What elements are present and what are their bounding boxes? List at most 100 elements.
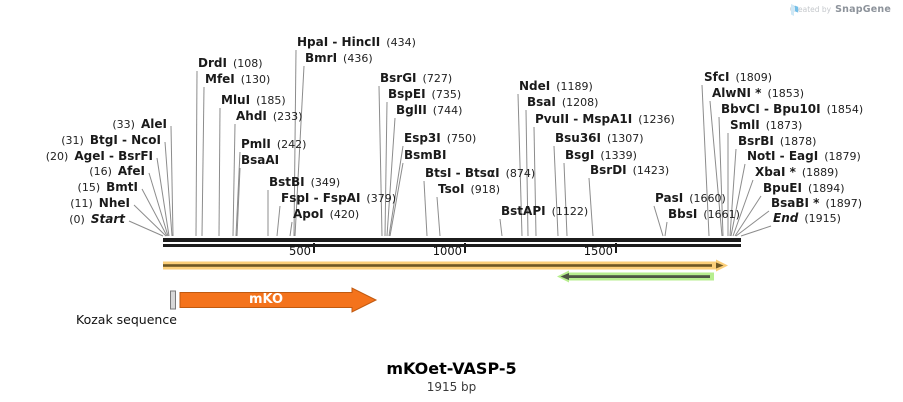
site-name: BspEI (388, 87, 426, 101)
site-pos: (1122) (551, 205, 589, 218)
created-by-text: Created by (789, 5, 832, 14)
site-label[interactable]: DrdI(108) (198, 56, 263, 71)
site-name: AgeI - BsrFI (74, 149, 153, 163)
site-pos: (1208) (561, 96, 599, 109)
site-label[interactable]: FspI - FspAI(379) (281, 191, 396, 206)
site-label[interactable]: (16) AfeI (89, 164, 145, 179)
site-label[interactable]: BbvCI - Bpu10I (1854) (721, 102, 863, 117)
site-pos: (420) (329, 208, 360, 221)
site-label[interactable]: Bsu36I(1307) (555, 131, 644, 146)
site-label[interactable]: AlwNI *(1853) (712, 86, 804, 101)
site-label[interactable]: BsaAI (241, 153, 285, 168)
site-label[interactable]: MluI(185) (221, 93, 286, 108)
site-pos: (31) (61, 134, 84, 147)
site-label[interactable]: SfcI(1809) (704, 70, 772, 85)
site-label[interactable]: (11) NheI (70, 196, 130, 211)
site-name: AfeI (117, 164, 145, 178)
snapgene-watermark: Created by SnapGene (789, 4, 891, 16)
mko-feature-arrow[interactable] (179, 287, 378, 313)
site-label[interactable]: XbaI *(1889) (755, 165, 838, 180)
site-name: PmlI (241, 137, 271, 151)
site-name: NotI - EagI (747, 149, 819, 163)
site-pos: (379) (366, 192, 397, 205)
site-label[interactable]: HpaI - HincII(434) (297, 35, 416, 50)
snapgene-logo-icon (790, 4, 799, 16)
site-name: BsaI (527, 95, 556, 109)
site-label[interactable]: NotI - EagI(1879) (747, 149, 861, 164)
site-name: BstBI (269, 175, 305, 189)
site-name: DrdI (198, 56, 227, 70)
ruler-label-1500: 1500 (583, 244, 613, 258)
site-name: HpaI - HincII (297, 35, 381, 49)
site-pos: (1853) (767, 87, 805, 100)
site-pos: (11) (70, 197, 93, 210)
site-label[interactable]: TsoI(918) (438, 182, 500, 197)
site-label[interactable]: SmlI(1873) (730, 118, 802, 133)
site-name: BmtI (106, 180, 138, 194)
site-label[interactable]: (31)BtgI - NcoI (61, 133, 161, 148)
site-pos: (1894) (807, 182, 845, 195)
site-name: BtsI - BtsαI (425, 166, 500, 180)
site-name: Esp3I (404, 131, 441, 145)
site-label[interactable]: BsrDI(1423) (590, 163, 669, 178)
site-pos: (1339) (600, 149, 637, 162)
site-label[interactable]: BsrGI (727) (380, 71, 452, 86)
site-pos: (33) (112, 118, 135, 131)
site-label[interactable]: BsaBI *(1897) (771, 196, 862, 211)
site-name: BsaAI (241, 153, 280, 167)
site-pos: (0) (69, 213, 85, 226)
kozak-sequence-box[interactable] (170, 290, 176, 310)
site-label[interactable]: BsgI(1339) (565, 148, 637, 163)
site-label[interactable]: (15) BmtI (78, 180, 138, 195)
site-label[interactable]: ApoI(420) (293, 207, 359, 222)
site-pos: (1660) (689, 192, 726, 205)
site-label[interactable]: BpuEI (1894) (763, 181, 845, 196)
forward-span-arrow[interactable] (163, 259, 728, 272)
sequence-line[interactable] (163, 238, 741, 247)
sequence-length: 1915 bp (426, 380, 477, 394)
site-label[interactable]: PvuII - MspA1I(1236) (535, 112, 675, 127)
site-pos: (1897) (825, 197, 863, 210)
site-pos: (1189) (556, 80, 593, 93)
site-pos: (727) (422, 72, 453, 85)
site-label[interactable]: BglII(744) (396, 103, 462, 118)
site-name: BbvCI - Bpu10I (721, 102, 821, 116)
ruler-ticks (313, 243, 617, 253)
site-label[interactable]: BsaI (1208) (527, 95, 598, 110)
site-pos: (436) (343, 52, 373, 65)
site-name: BpuEI (763, 181, 802, 195)
site-label[interactable]: PmlI(242) (241, 137, 306, 152)
site-label[interactable]: BsrBI(1878) (738, 134, 816, 149)
site-label[interactable]: BstAPI(1122) (501, 204, 588, 219)
site-pos: (16) (89, 165, 112, 178)
site-label[interactable]: PasI (1660) (655, 191, 726, 206)
site-pos: (20) (45, 150, 69, 163)
site-label[interactable]: BbsI(1661) (668, 207, 740, 222)
site-label[interactable]: MfeI(130) (205, 72, 270, 87)
site-name: Start (90, 212, 125, 226)
start-label: (0) Start (69, 212, 125, 227)
site-pos: (1854) (826, 103, 864, 116)
reverse-span-arrow[interactable] (557, 270, 714, 283)
site-pos: (1661) (703, 208, 740, 221)
site-label[interactable]: BtsI - BtsαI(874) (425, 166, 535, 181)
site-label[interactable]: Esp3I(750) (404, 131, 476, 146)
site-name: PvuII - MspA1I (535, 112, 633, 126)
site-label[interactable]: (33)AleI (112, 117, 167, 132)
site-label[interactable]: BstBI(349) (269, 175, 340, 190)
site-label[interactable]: NdeI(1189) (519, 79, 593, 94)
site-label[interactable]: BspEI (735) (388, 87, 461, 102)
site-name: PasI (655, 191, 684, 205)
site-name: BglII (396, 103, 427, 117)
site-label[interactable]: BsmBI (404, 148, 452, 163)
site-pos: (735) (431, 88, 462, 101)
site-name: Bsu36I (555, 131, 601, 145)
site-label[interactable]: (20) AgeI - BsrFI (46, 149, 153, 164)
site-name: BsrGI (380, 71, 417, 85)
site-label[interactable]: AhdI(233) (236, 109, 302, 124)
site-pos: (15) (77, 181, 101, 194)
site-name: NheI (98, 196, 130, 210)
site-label[interactable]: BmrI(436) (305, 51, 373, 66)
